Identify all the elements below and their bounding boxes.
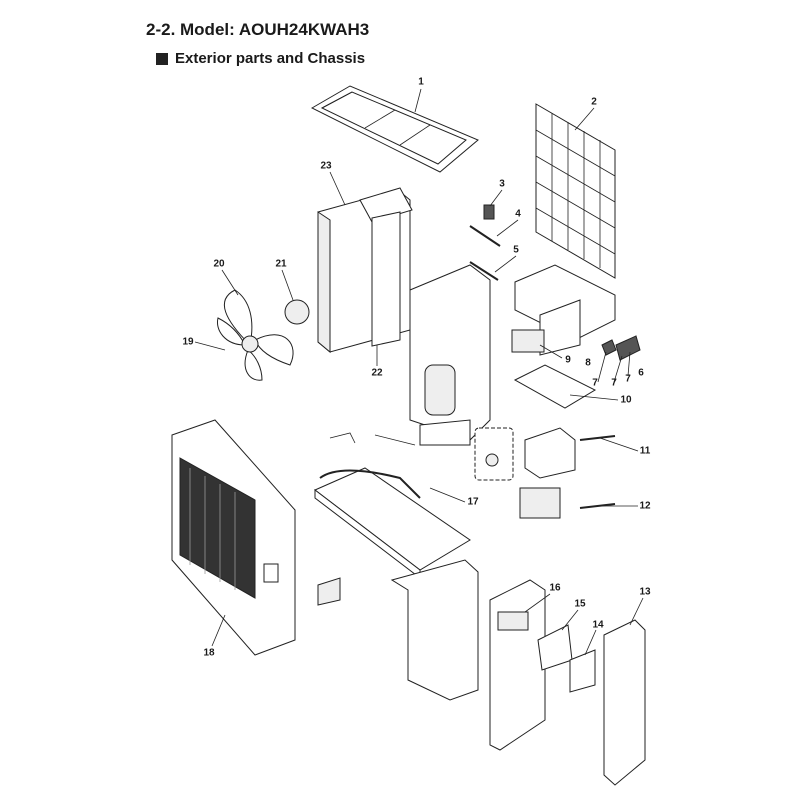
callout-4: 4 — [515, 208, 521, 220]
square-bullet-icon — [156, 52, 168, 65]
callout-18: 18 — [203, 647, 215, 659]
part-fan-motor — [284, 299, 310, 325]
callout-10: 10 — [620, 394, 632, 406]
part-right-side-panel — [603, 619, 646, 786]
callout-7a: 7 — [592, 377, 598, 389]
callout-15: 15 — [574, 598, 586, 610]
callout-17: 17 — [467, 496, 479, 508]
callout-2: 2 — [591, 96, 597, 108]
callout-1: 1 — [418, 76, 424, 88]
part-base-pan — [314, 467, 471, 580]
callout-20: 20 — [213, 258, 225, 270]
callout-14: 14 — [592, 619, 604, 631]
part-heat-exchanger — [317, 187, 413, 354]
callout-22: 22 — [371, 367, 383, 379]
part-partition — [390, 559, 479, 701]
callout-23: 23 — [320, 160, 332, 172]
callout-3: 3 — [499, 178, 505, 190]
part-top-panel — [310, 85, 479, 173]
part-14 — [569, 649, 596, 693]
callout-8: 8 — [585, 357, 591, 369]
callout-11: 11 — [639, 445, 651, 457]
callout-9: 9 — [565, 354, 571, 366]
part-rear-grille — [535, 103, 616, 279]
part-control-box — [511, 264, 641, 409]
section-title: Exterior parts and Chassis — [175, 50, 366, 67]
callout-13: 13 — [639, 586, 651, 598]
part-compressor-assembly — [409, 264, 491, 446]
callout-7c: 7 — [625, 373, 631, 385]
callout-6: 6 — [638, 367, 644, 379]
part-side-panel-16 — [489, 579, 546, 751]
part-small-components — [329, 427, 616, 519]
section-heading: Exterior parts and Chassis — [156, 50, 365, 67]
page-title: 2-2. Model: AOUH24KWAH3 — [146, 20, 370, 39]
part-propeller-fan — [216, 289, 294, 381]
leader-lines — [194, 88, 644, 656]
part-front-panel — [171, 419, 341, 656]
callout-7b: 7 — [611, 377, 617, 389]
callout-21: 21 — [275, 258, 287, 270]
callout-5: 5 — [513, 244, 519, 256]
callout-16: 16 — [549, 582, 561, 594]
callout-19: 19 — [182, 336, 194, 348]
callout-12: 12 — [639, 500, 651, 512]
